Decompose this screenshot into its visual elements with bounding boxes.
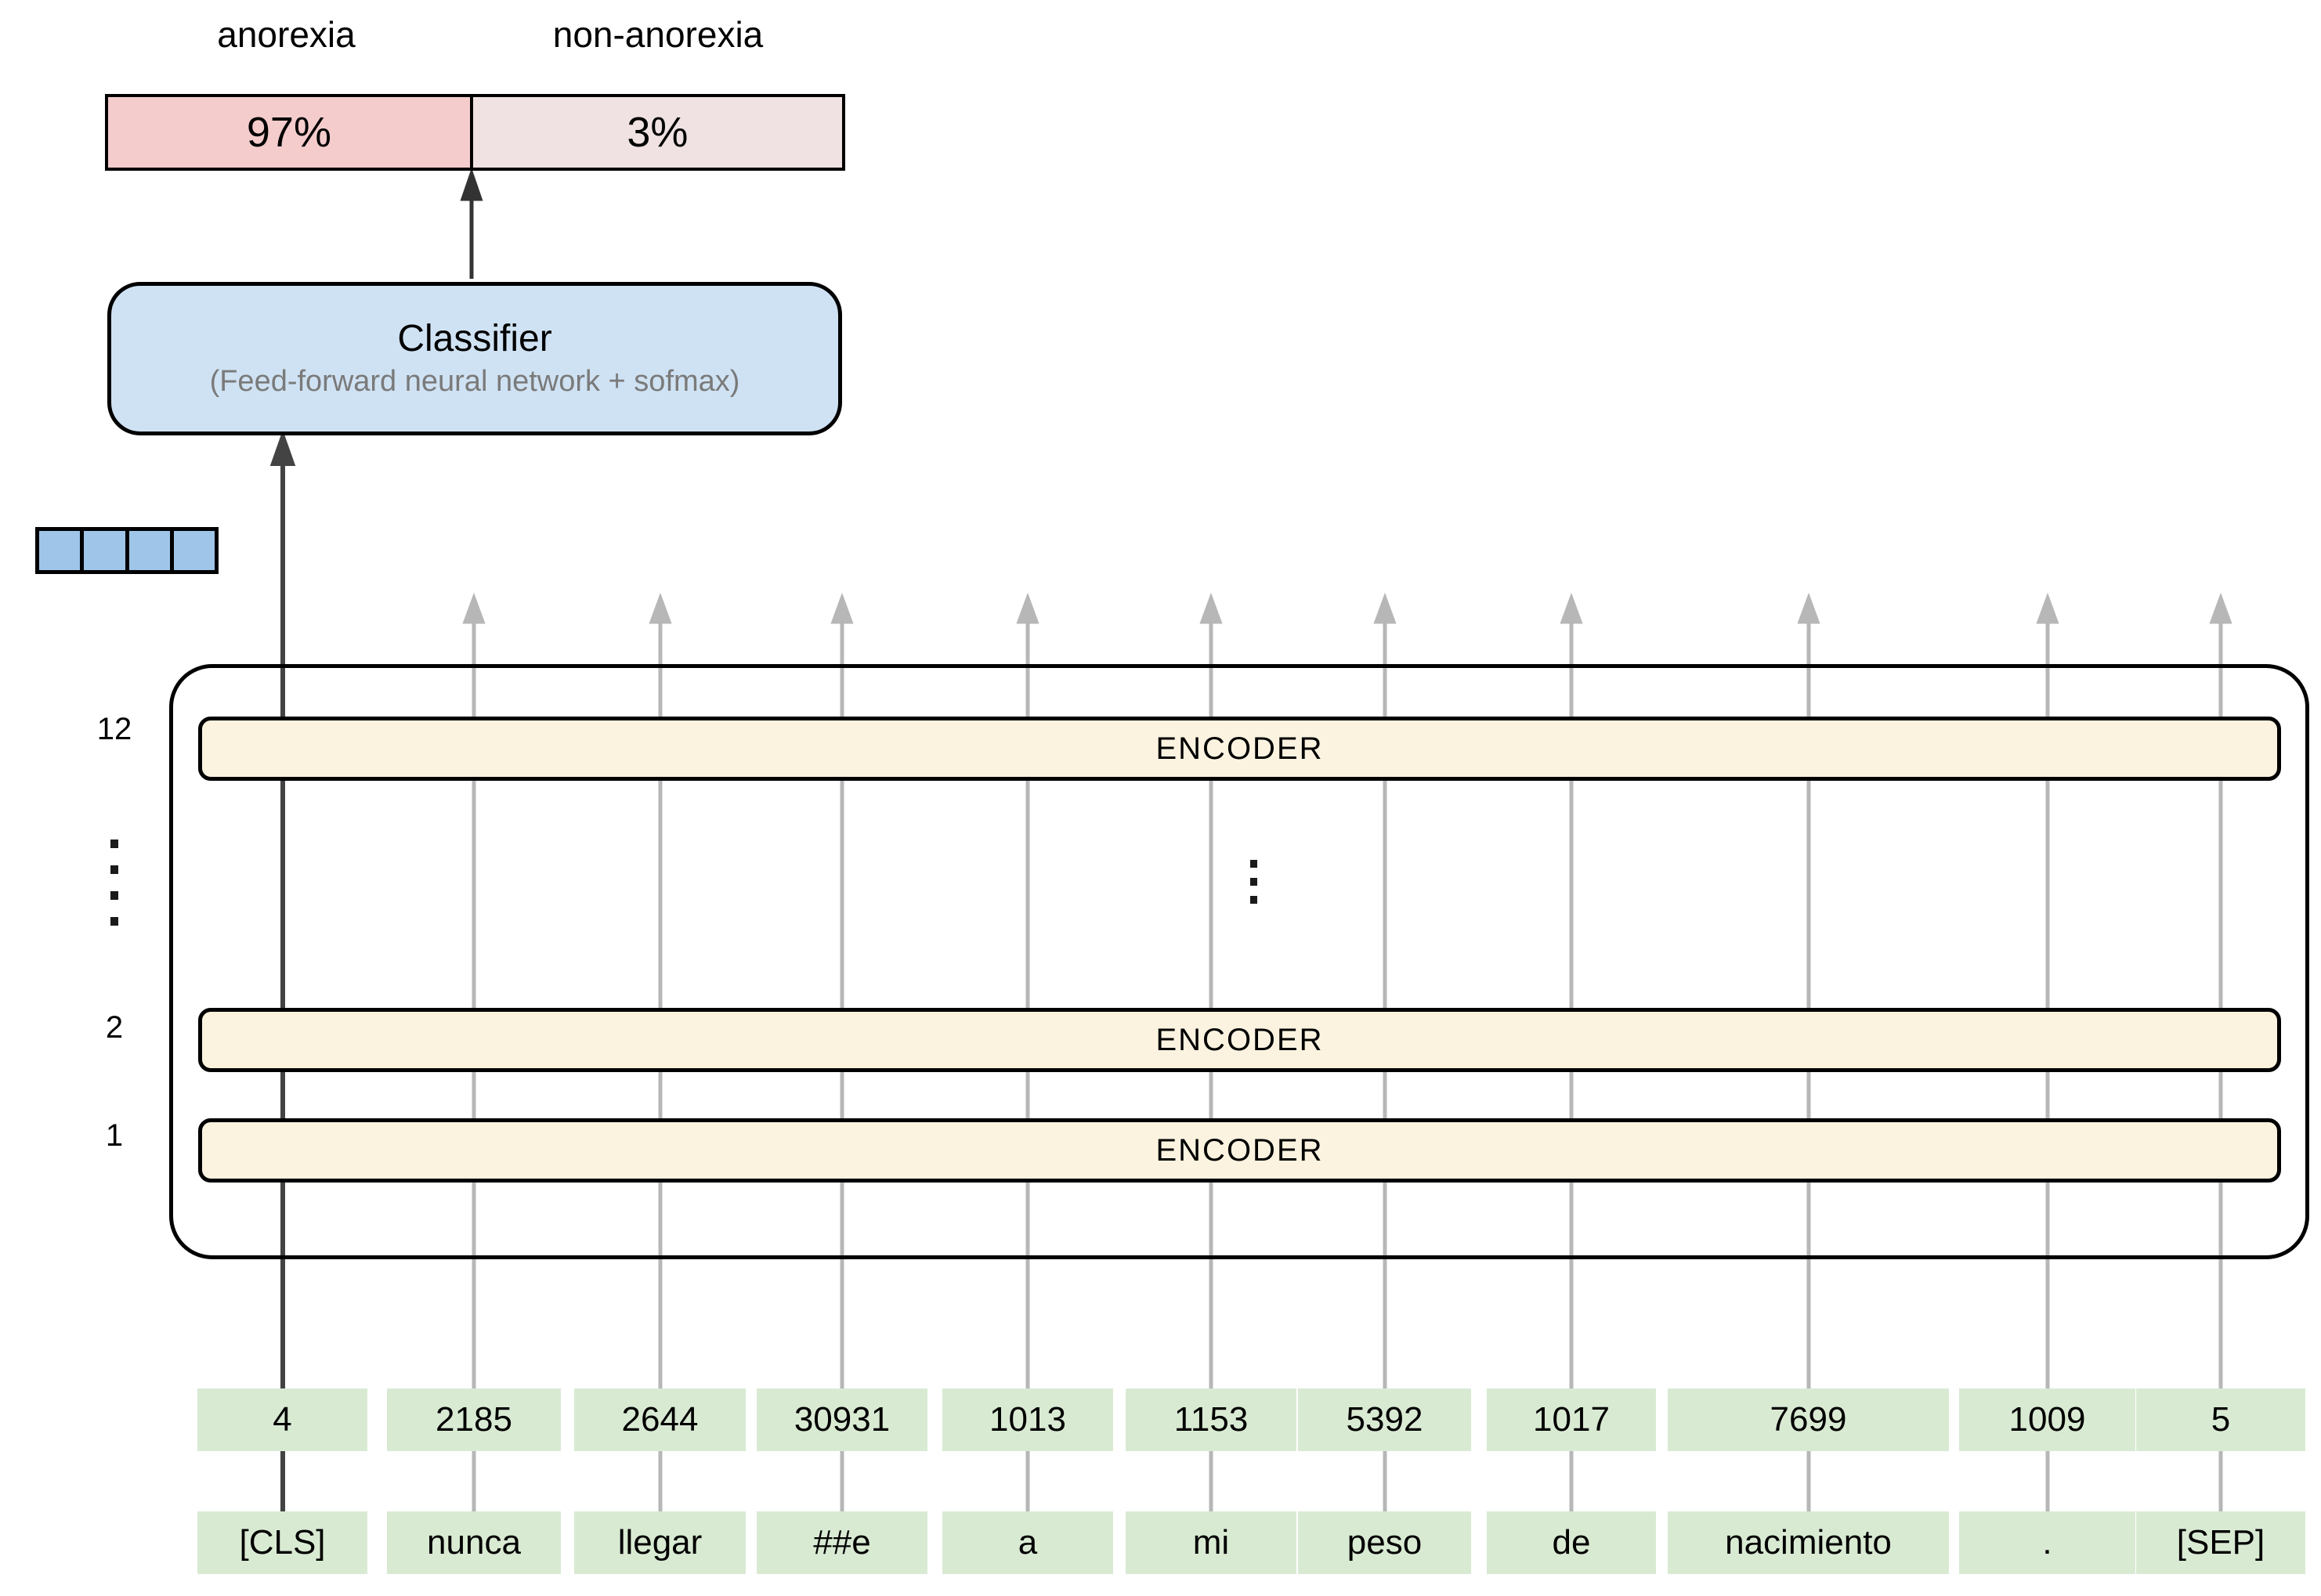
class-label-non-anorexia: non-anorexia [552, 14, 764, 55]
token-box: mi [1126, 1511, 1296, 1574]
token-id-box: 1153 [1126, 1388, 1296, 1451]
token-id-box: 2185 [387, 1388, 561, 1451]
up-arrow-icon [460, 168, 483, 201]
token-box: . [1959, 1511, 2135, 1574]
token-box: nunca [387, 1511, 561, 1574]
up-arrow-icon [1560, 592, 1583, 624]
up-arrow-icon [2209, 592, 2232, 624]
encoder-layer-12: ENCODER [198, 717, 2281, 781]
token-id-box: 5 [2136, 1388, 2305, 1451]
class-label-anorexia: anorexia [217, 14, 356, 55]
vertical-ellipsis-icon [1250, 860, 1257, 914]
up-arrow-icon [1373, 592, 1397, 624]
layer-number-1: 1 [105, 1118, 124, 1153]
encoder-layer-1: ENCODER [198, 1118, 2281, 1183]
probability-value: 3% [627, 109, 689, 156]
up-arrow-icon [649, 592, 672, 624]
vector-cell [80, 531, 125, 570]
probability-segment-anorexia: 97% [108, 97, 470, 168]
token-box: llegar [574, 1511, 746, 1574]
up-arrow-icon [1199, 592, 1223, 624]
token-box: nacimiento [1668, 1511, 1949, 1574]
token-box: peso [1298, 1511, 1471, 1574]
layer-number-2: 2 [105, 1010, 124, 1045]
encoder-layer-2: ENCODER [198, 1008, 2281, 1072]
probability-value: 97% [246, 109, 331, 156]
token-box: [CLS] [197, 1511, 367, 1574]
token-box: de [1487, 1511, 1656, 1574]
up-arrow-icon [2036, 592, 2059, 624]
token-id-box: 5392 [1298, 1388, 1471, 1451]
up-arrow-icon [1797, 592, 1820, 624]
token-id-box: 4 [197, 1388, 367, 1451]
up-arrow-icon [269, 429, 296, 466]
classifier-box: Classifier (Feed-forward neural network … [107, 282, 842, 435]
up-arrow-icon [1016, 592, 1039, 624]
token-id-box: 1013 [942, 1388, 1113, 1451]
vector-cell [39, 531, 81, 570]
vertical-ellipsis-icon [110, 840, 118, 943]
token-box: a [942, 1511, 1113, 1574]
up-arrow-icon [830, 592, 854, 624]
token-id-box: 1017 [1487, 1388, 1656, 1451]
up-arrow-icon [462, 592, 486, 624]
token-box: ##e [757, 1511, 927, 1574]
vector-cell [125, 531, 170, 570]
cls-embedding-vector [35, 527, 219, 574]
token-box: [SEP] [2136, 1511, 2305, 1574]
probability-segment-non-anorexia: 3% [469, 97, 842, 168]
classifier-title: Classifier [397, 318, 552, 359]
encoder-label: ENCODER [1155, 1132, 1324, 1168]
classifier-subtitle: (Feed-forward neural network + sofmax) [209, 365, 740, 398]
token-id-box: 30931 [757, 1388, 927, 1451]
token-id-box: 2644 [574, 1388, 746, 1451]
probability-bar: 97% 3% [105, 94, 845, 171]
encoder-label: ENCODER [1155, 731, 1324, 766]
token-id-box: 1009 [1959, 1388, 2135, 1451]
layer-number-12: 12 [96, 712, 132, 746]
token-id-box: 7699 [1668, 1388, 1949, 1451]
vector-cell [169, 531, 215, 570]
encoder-stack-container [169, 664, 2309, 1259]
encoder-label: ENCODER [1155, 1022, 1324, 1057]
